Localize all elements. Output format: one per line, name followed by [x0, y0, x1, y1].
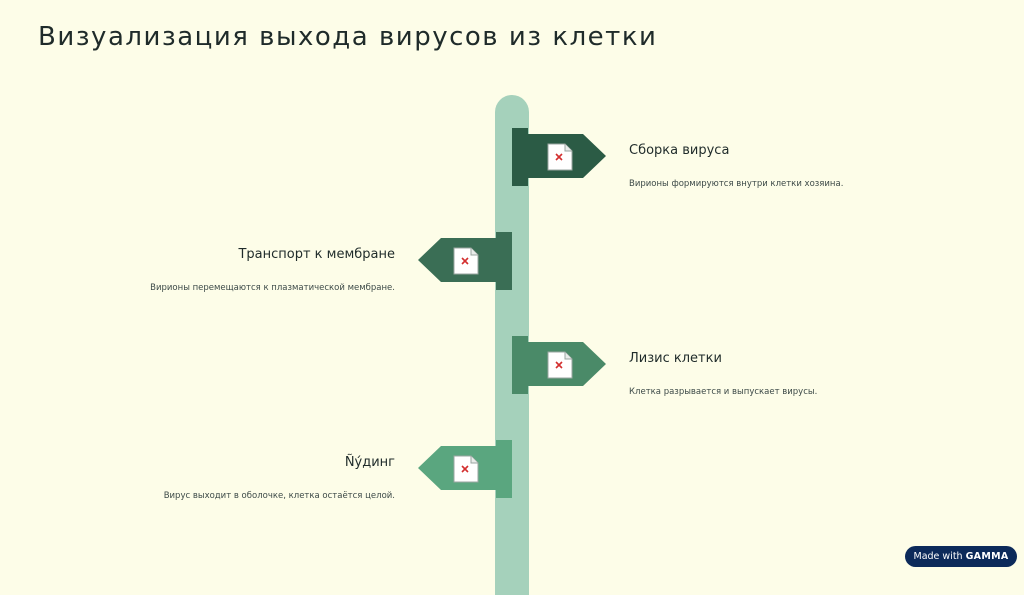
badge-prefix: Made with — [913, 551, 963, 562]
step-title-3: Лизис клетки — [629, 351, 722, 366]
page-title: Визуализация выхода вирусов из клетки — [38, 22, 658, 52]
broken-image-icon — [453, 455, 479, 483]
step-marker-3 — [512, 336, 606, 394]
step-marker-2 — [418, 232, 512, 290]
broken-image-icon — [547, 351, 573, 379]
step-description-3: Клетка разрывается и выпускает вирусы. — [629, 387, 818, 397]
step-title-1: Сборка вируса — [629, 143, 730, 158]
step-description-4: Вирус выходит в оболочке, клетка остаётс… — [163, 491, 395, 501]
step-title-4: Ñýдинг — [344, 455, 395, 470]
gamma-logo: GAMMA — [965, 551, 1009, 562]
step-title-2: Транспорт к мембране — [238, 247, 395, 262]
step-marker-4 — [418, 440, 512, 498]
step-description-1: Вирионы формируются внутри клетки хозяин… — [629, 179, 844, 189]
broken-image-icon — [547, 143, 573, 171]
step-description-2: Вирионы перемещаются к плазматической ме… — [150, 283, 395, 293]
made-with-gamma-badge[interactable]: Made with GAMMA — [905, 546, 1017, 567]
broken-image-icon — [453, 247, 479, 275]
step-marker-1 — [512, 128, 606, 186]
